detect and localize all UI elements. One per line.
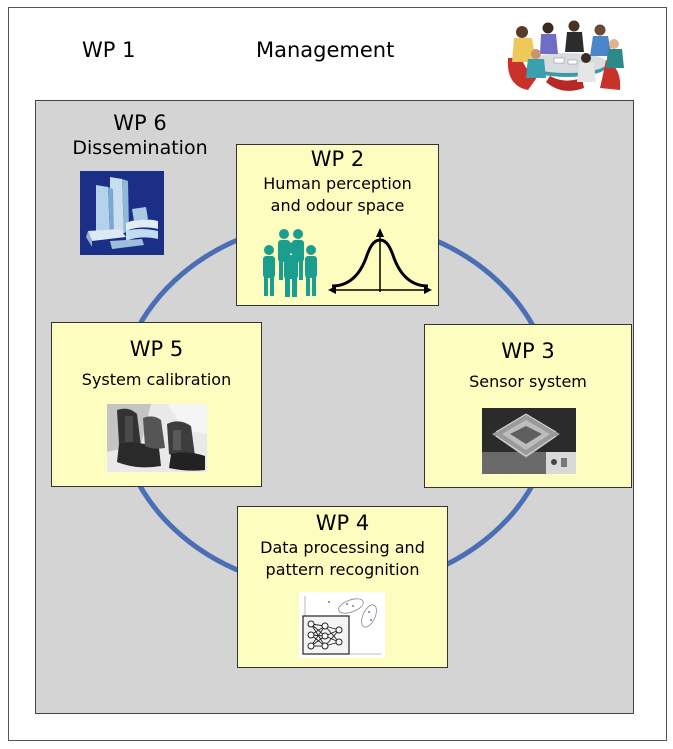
wp5-number: WP 5: [129, 337, 184, 361]
sensor-chip-icon: [482, 408, 576, 474]
wp1-title: Management: [256, 38, 395, 62]
wp2-number: WP 2: [310, 147, 365, 171]
neural-network-icon: [299, 592, 385, 658]
wp4-number: WP 4: [315, 511, 370, 535]
wp2-box: WP 2 Human perception and odour space: [236, 144, 439, 306]
car-seat-icon: [107, 404, 207, 472]
wp3-box: WP 3 Sensor system: [424, 324, 632, 488]
wp6-label: WP 6 Dissemination: [70, 110, 210, 160]
wp4-title-line1: Data processing and: [260, 538, 425, 557]
wp5-title: System calibration: [81, 370, 232, 389]
wp3-title: Sensor system: [469, 372, 587, 391]
meeting-icon: [502, 16, 628, 96]
people-icon: [263, 229, 317, 297]
bell-curve-icon: [328, 228, 432, 294]
wp6-title: Dissemination: [72, 137, 208, 159]
wp3-number: WP 3: [501, 339, 555, 363]
wp1-number: WP 1: [82, 38, 136, 62]
wp6-number: WP 6: [113, 111, 167, 135]
wp2-title-line2: and odour space: [270, 196, 405, 215]
wp4-title-line2: pattern recognition: [265, 560, 420, 579]
wp2-title-line1: Human perception: [263, 174, 412, 193]
books-icon: [80, 171, 164, 255]
